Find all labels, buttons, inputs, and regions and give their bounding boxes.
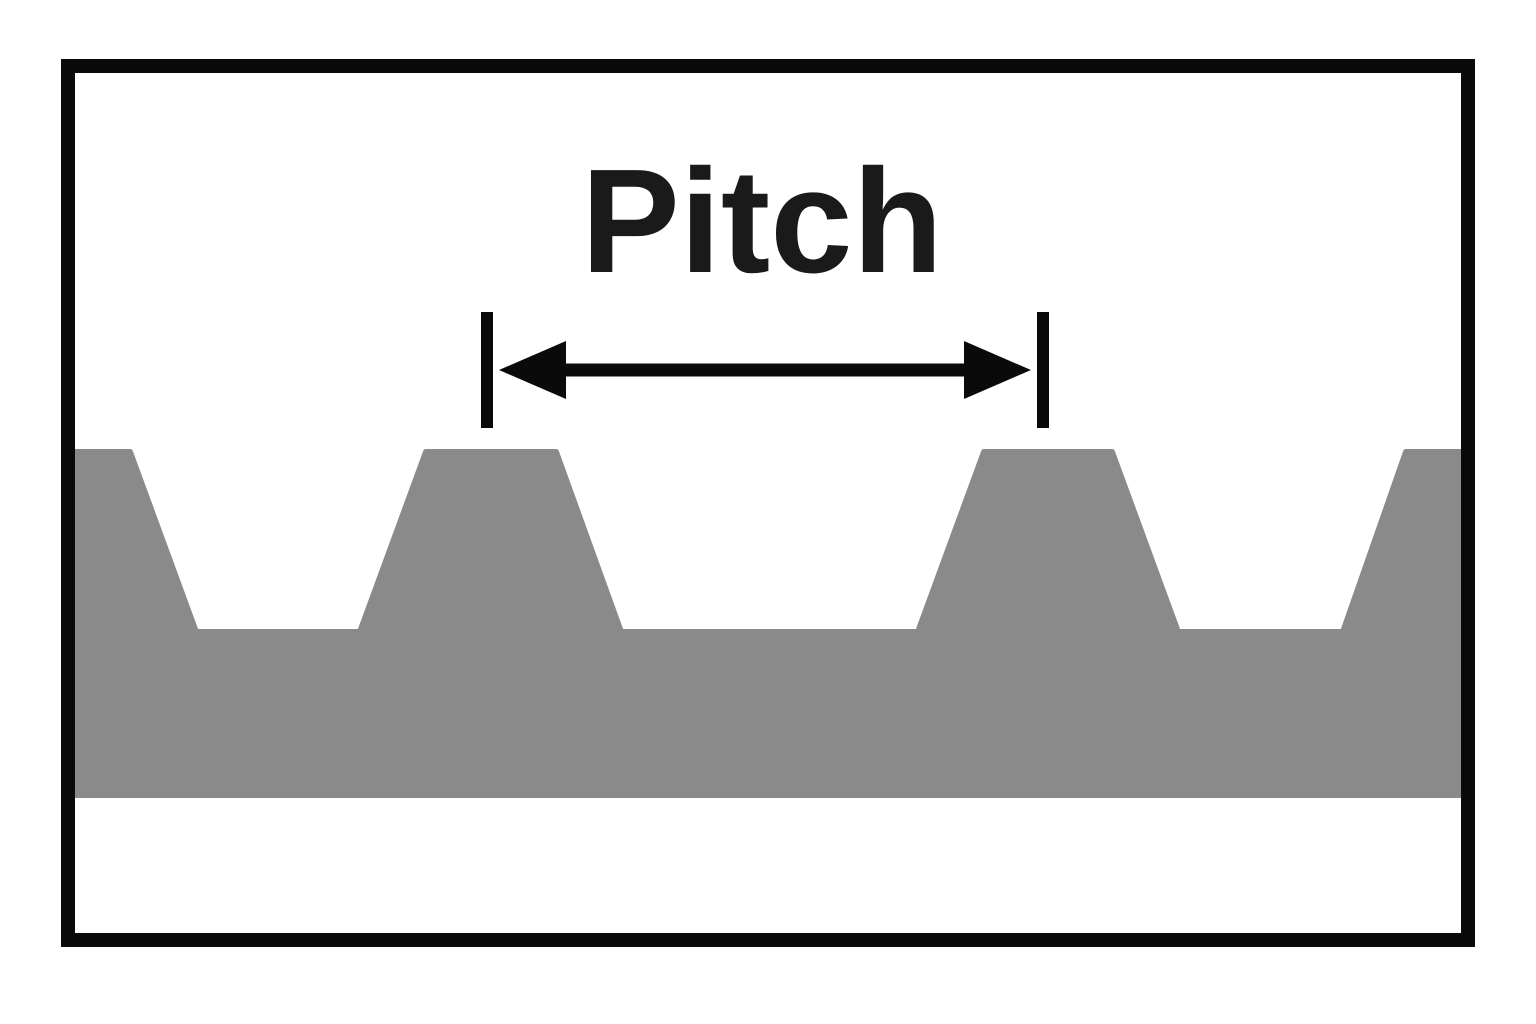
- diagram-border: [61, 59, 1475, 947]
- pitch-label: Pitch: [581, 139, 943, 304]
- pitch-arrowhead-right-icon: [964, 341, 1031, 399]
- pitch-dimension-arrow: [499, 341, 1031, 399]
- pitch-arrowhead-left-icon: [499, 341, 566, 399]
- rack-profile-shape: [65, 449, 1471, 798]
